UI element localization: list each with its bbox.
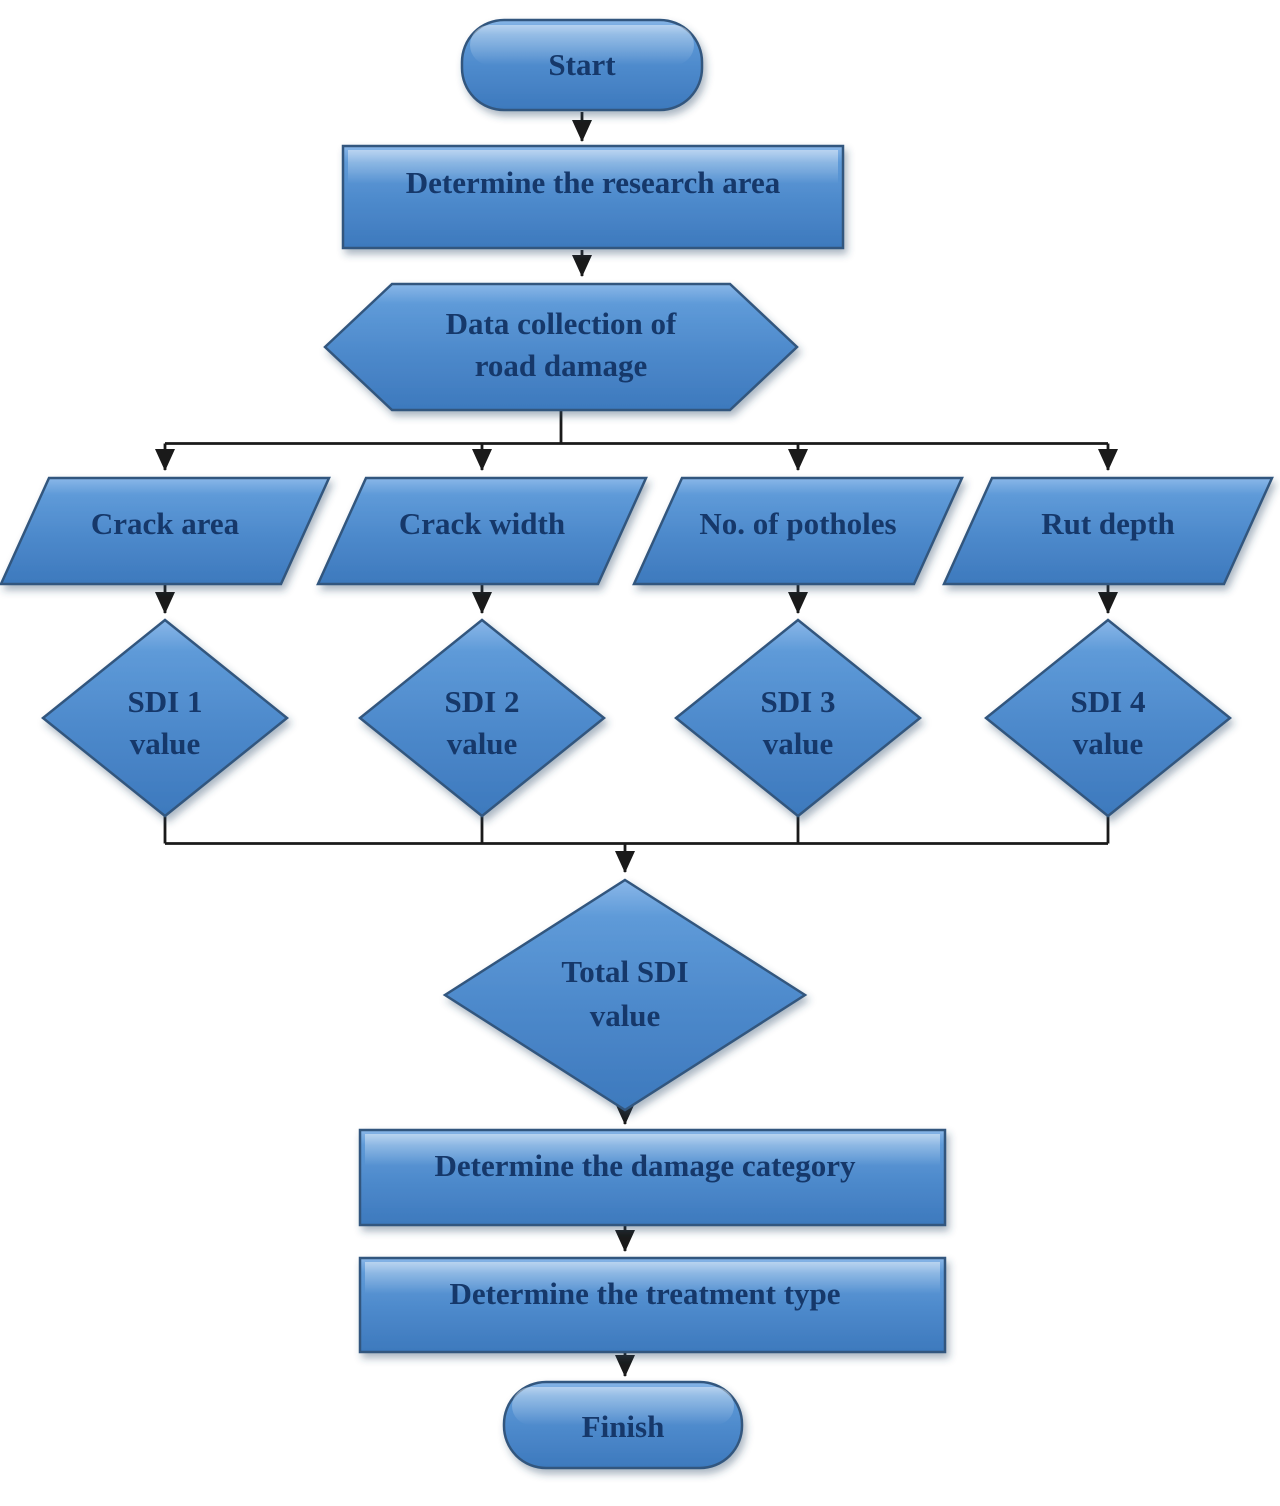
research-area-gloss bbox=[348, 150, 838, 184]
start-label: Start bbox=[548, 47, 616, 82]
start-gloss bbox=[470, 25, 694, 65]
node-crack-width: Crack width bbox=[316, 476, 648, 586]
rut-depth-shape bbox=[942, 476, 1274, 586]
crack-area-label: Crack area bbox=[91, 506, 240, 541]
sdi1-label-line2: value bbox=[130, 726, 201, 761]
node-research-area: Determine the research area bbox=[341, 144, 845, 250]
finish-label: Finish bbox=[582, 1409, 665, 1444]
research-area-label: Determine the research area bbox=[406, 165, 781, 200]
edges-group bbox=[155, 112, 1118, 1377]
node-potholes: No. of potholes bbox=[632, 476, 964, 586]
data-collection-label-line2: road damage bbox=[475, 348, 648, 383]
node-start: Start bbox=[460, 18, 704, 112]
sdi2-label-line1: SDI 2 bbox=[445, 684, 520, 719]
total-sdi-shape bbox=[442, 878, 808, 1112]
treatment-type-label: Determine the treatment type bbox=[449, 1276, 840, 1311]
sdi1-label-line1: SDI 1 bbox=[128, 684, 203, 719]
node-sdi2: SDI 2 value bbox=[358, 618, 606, 818]
crack-width-label: Crack width bbox=[399, 506, 565, 541]
node-data-collection: Data collection of road damage bbox=[323, 282, 799, 412]
crack-width-shape bbox=[316, 476, 648, 586]
sdi3-label-line1: SDI 3 bbox=[761, 684, 836, 719]
node-crack-area: Crack area bbox=[0, 476, 331, 586]
finish-gloss bbox=[512, 1387, 734, 1425]
node-sdi3: SDI 3 value bbox=[674, 618, 922, 818]
treatment-type-gloss bbox=[365, 1262, 940, 1294]
sdi2-label-line2: value bbox=[447, 726, 518, 761]
data-collection-label-line1: Data collection of bbox=[446, 306, 677, 341]
node-total-sdi: Total SDI value bbox=[442, 878, 808, 1112]
total-sdi-label-line2: value bbox=[590, 998, 661, 1033]
sdi4-label-line2: value bbox=[1073, 726, 1144, 761]
damage-category-gloss bbox=[365, 1134, 940, 1166]
sdi2-shape bbox=[358, 618, 606, 818]
node-damage-category: Determine the damage category bbox=[358, 1128, 947, 1227]
node-treatment-type: Determine the treatment type bbox=[358, 1256, 947, 1354]
sdi4-shape bbox=[984, 618, 1232, 818]
sdi3-shape bbox=[674, 618, 922, 818]
data-collection-shape bbox=[323, 282, 799, 412]
node-finish: Finish bbox=[502, 1380, 744, 1470]
sdi3-label-line2: value bbox=[763, 726, 834, 761]
crack-area-shape bbox=[0, 476, 331, 586]
rut-depth-label: Rut depth bbox=[1041, 506, 1175, 541]
potholes-shape bbox=[632, 476, 964, 586]
sdi4-label-line1: SDI 4 bbox=[1071, 684, 1146, 719]
node-sdi4: SDI 4 value bbox=[984, 618, 1232, 818]
damage-category-label: Determine the damage category bbox=[435, 1148, 856, 1183]
node-rut-depth: Rut depth bbox=[942, 476, 1274, 586]
sdi1-shape bbox=[41, 618, 289, 818]
potholes-label: No. of potholes bbox=[699, 506, 896, 541]
node-sdi1: SDI 1 value bbox=[41, 618, 289, 818]
total-sdi-label-line1: Total SDI bbox=[561, 954, 688, 989]
